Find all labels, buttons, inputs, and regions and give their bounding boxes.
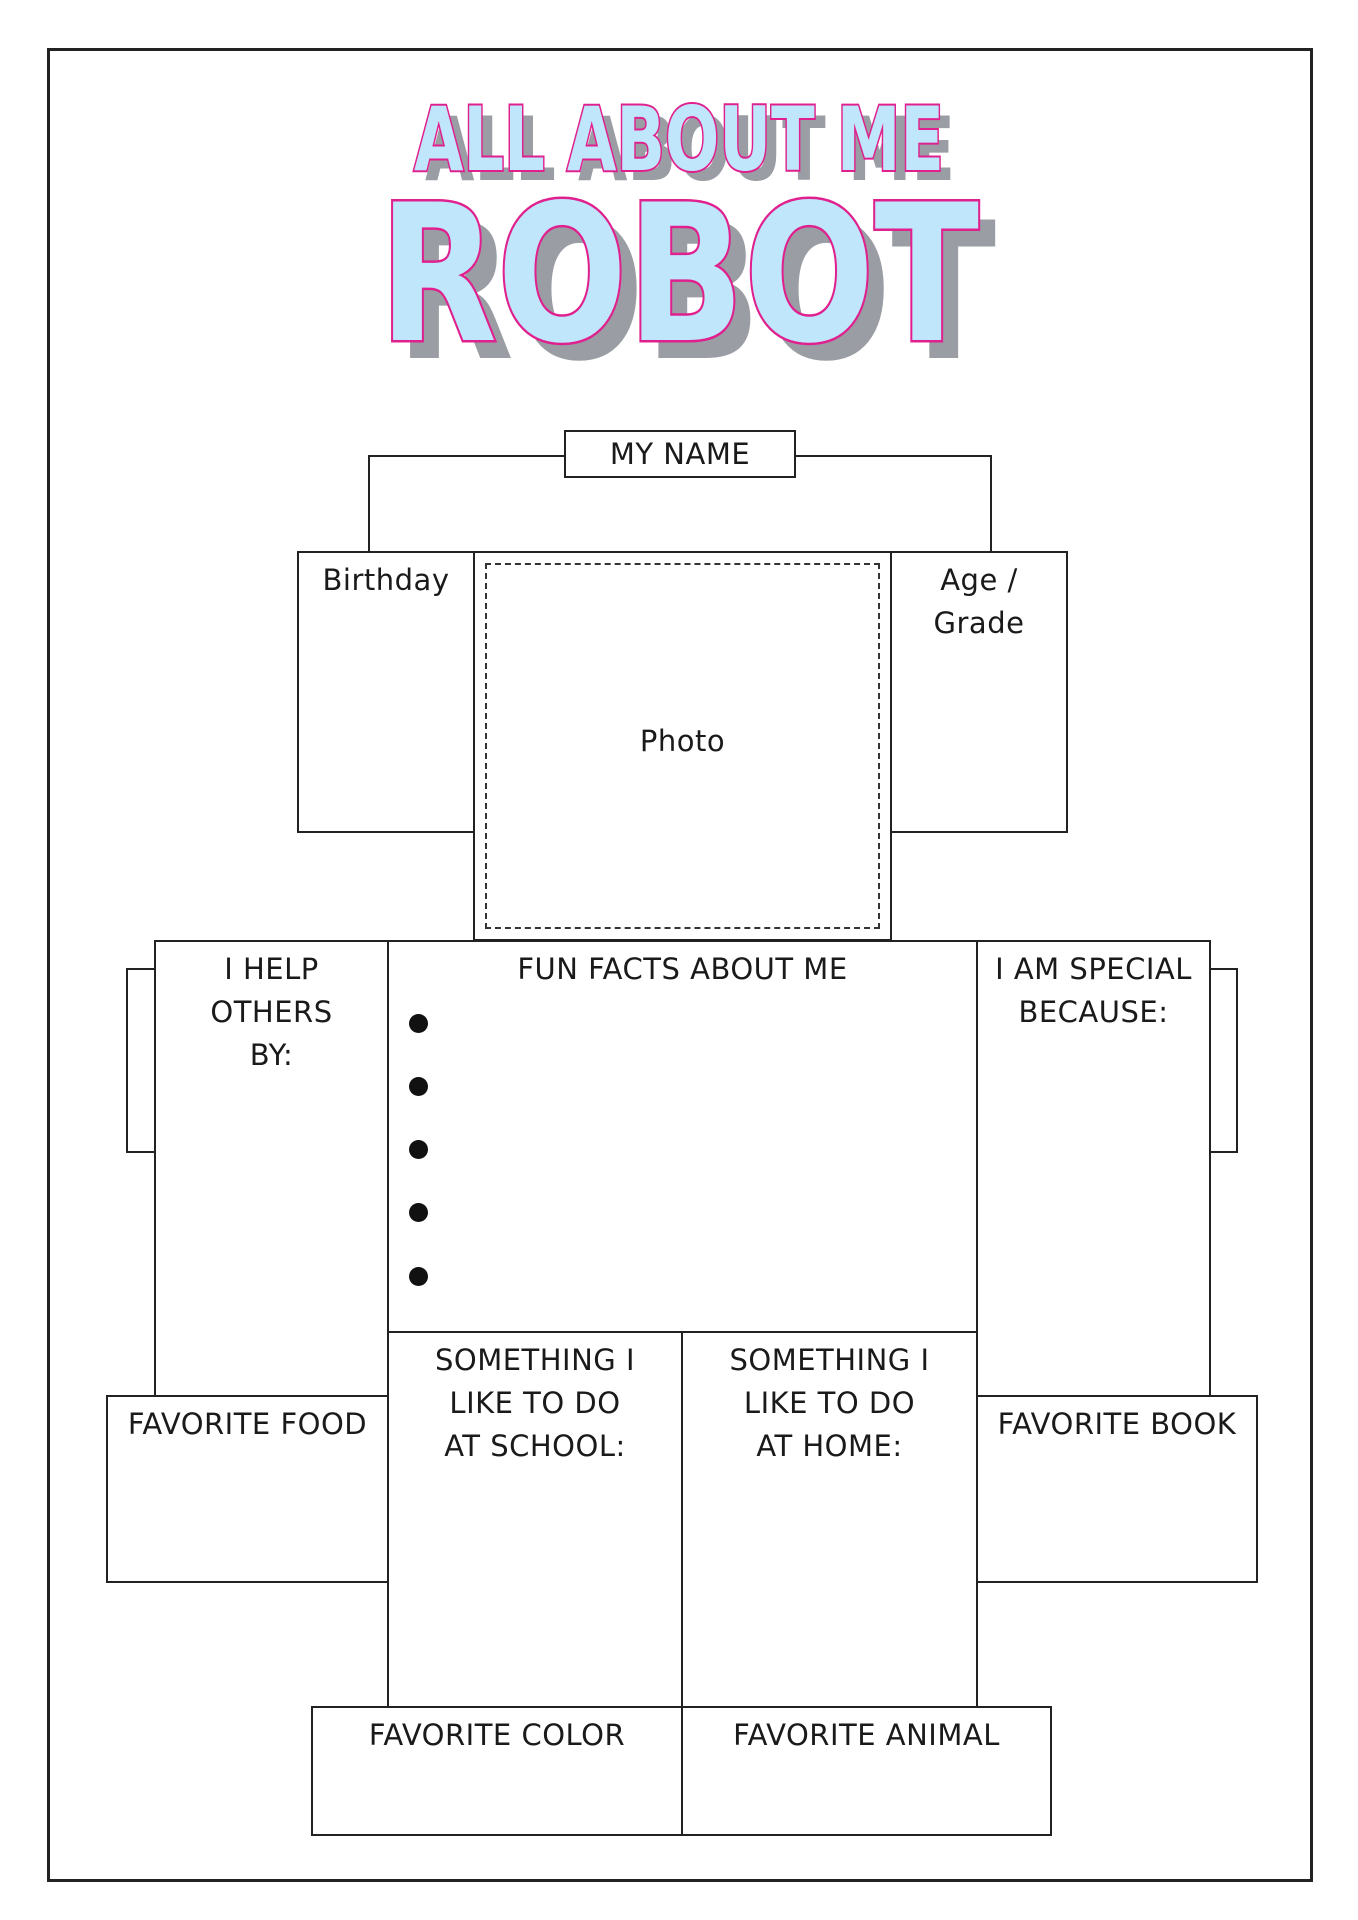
age-grade-label: Age / Grade [933,563,1025,640]
fun-fact-bullet [409,1140,428,1159]
photo-label: Photo [639,724,726,758]
fun-facts-label: FUN FACTS ABOUT ME [517,952,848,986]
favorite-food-label: FAVORITE FOOD [127,1407,368,1441]
fun-fact-bullet [409,1203,428,1222]
title-line-1-main: ALL ABOUT ME [414,90,944,191]
favorite-animal-box[interactable]: FAVORITE ANIMAL [681,1706,1052,1836]
fun-fact-bullet [409,1077,428,1096]
photo-dashed-frame [485,563,880,929]
title-line-1: ALL ABOUT ME ALL ABOUT ME [412,90,955,201]
name-label: MY NAME [609,437,751,471]
favorite-book-box[interactable]: FAVORITE BOOK [976,1395,1258,1583]
age-grade-box[interactable]: Age / Grade [890,551,1068,833]
fun-facts-box[interactable]: FUN FACTS ABOUT ME [387,940,978,1333]
school-label: SOMETHING I LIKE TO DO AT SCHOOL: [434,1343,636,1463]
worksheet-border [47,48,1313,1882]
right-arm-stub [1208,968,1238,1153]
birthday-label: Birthday [322,563,450,597]
photo-box[interactable]: Photo [473,551,892,941]
title-line-2-main: ROBOT [379,164,979,370]
birthday-box[interactable]: Birthday [297,551,475,833]
favorite-color-box[interactable]: FAVORITE COLOR [311,1706,683,1836]
favorite-book-label: FAVORITE BOOK [997,1407,1237,1441]
fun-fact-bullet [409,1267,428,1286]
school-box[interactable]: SOMETHING I LIKE TO DO AT SCHOOL: [387,1331,683,1708]
favorite-food-box[interactable]: FAVORITE FOOD [106,1395,389,1583]
title-line-2-shadow: ROBOT [396,182,996,370]
help-others-box[interactable]: I HELP OTHERS BY: [154,940,389,1397]
help-others-label: I HELP OTHERS BY: [210,952,333,1072]
antenna-right-vertical [990,455,992,551]
home-label: SOMETHING I LIKE TO DO AT HOME: [729,1343,930,1463]
special-box[interactable]: I AM SPECIAL BECAUSE: [976,940,1211,1397]
left-arm-stub [126,968,156,1153]
antenna-right-horizontal [794,455,992,457]
special-label: I AM SPECIAL BECAUSE: [995,952,1192,1029]
fun-fact-bullet [409,1014,428,1033]
title-graphic: ALL ABOUT ME ALL ABOUT ME ROBOT ROBOT [377,90,997,371]
name-box[interactable]: MY NAME [564,430,796,478]
favorite-animal-label: FAVORITE ANIMAL [733,1718,1000,1752]
title-line-2: ROBOT ROBOT [377,162,997,371]
antenna-left-horizontal [368,455,566,457]
title-line-1-shadow: ALL ABOUT ME [425,98,955,201]
antenna-left-vertical [368,455,370,551]
favorite-color-label: FAVORITE COLOR [368,1718,626,1752]
home-box[interactable]: SOMETHING I LIKE TO DO AT HOME: [681,1331,978,1708]
